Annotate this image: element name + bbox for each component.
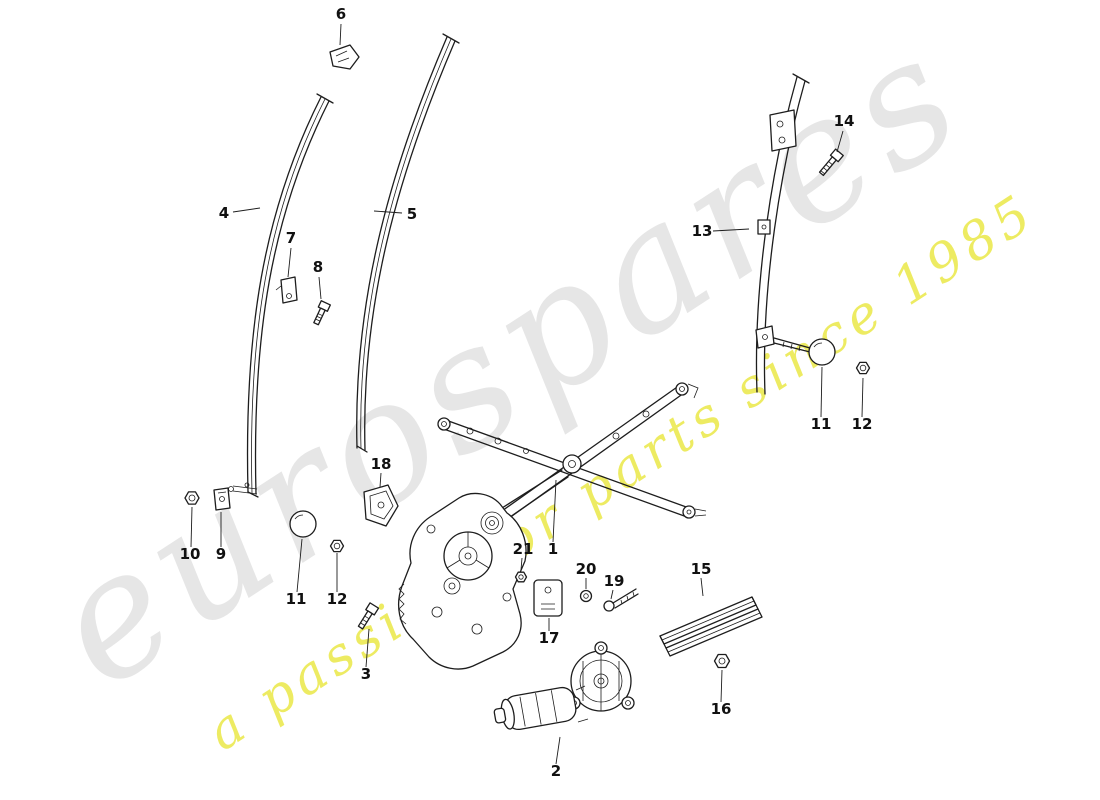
cap-11-left: [289, 510, 317, 538]
callout-9: 9: [216, 545, 226, 563]
guide-rail-4: [228, 93, 334, 498]
clip-6: [329, 44, 360, 70]
damper-18: [363, 484, 399, 527]
callout-5: 5: [407, 205, 417, 223]
window-motor-2: [493, 641, 635, 731]
nut-12-left: [329, 539, 345, 553]
callout-3: 3: [361, 665, 371, 683]
slide-rail-15: [659, 596, 763, 657]
screw-14: [818, 148, 844, 177]
callout-16: 16: [711, 700, 732, 718]
callout-leader-lines: [190, 23, 864, 765]
washer-20: [579, 589, 593, 603]
nut-12-right: [855, 361, 871, 375]
callout-17: 17: [539, 629, 560, 647]
callout-11-left: 11: [286, 590, 307, 608]
bracket-9: [213, 487, 231, 511]
screw-8: [313, 300, 331, 326]
callout-10: 10: [180, 545, 201, 563]
callout-12-right: 12: [852, 415, 873, 433]
nut-10: [184, 491, 200, 505]
callout-19: 19: [604, 572, 625, 590]
callout-18: 18: [371, 455, 392, 473]
guide-rail-13: [755, 73, 811, 395]
callout-4: 4: [219, 204, 229, 222]
callout-21: 21: [513, 540, 534, 558]
guide-rail-5: [356, 33, 460, 453]
callout-7: 7: [286, 229, 296, 247]
cap-11-right: [808, 338, 836, 366]
screw-19: [603, 588, 639, 612]
callout-6: 6: [336, 5, 346, 23]
callout-12-left: 12: [327, 590, 348, 608]
watermark: eurospares a passion for parts since 198…: [17, 0, 1046, 763]
screw-3: [357, 602, 380, 630]
callout-14: 14: [834, 112, 855, 130]
callout-1: 1: [548, 540, 558, 558]
bracket-7: [275, 276, 298, 304]
callout-20: 20: [576, 560, 597, 578]
callout-11-right: 11: [811, 415, 832, 433]
callout-8: 8: [313, 258, 323, 276]
callout-labels: 6 4 5 7 8 13 14 11 12 1 18 10 9 11 12 3 …: [180, 5, 873, 780]
callout-15: 15: [691, 560, 712, 578]
callout-13: 13: [692, 222, 713, 240]
bracket-17: [533, 579, 563, 617]
callout-2: 2: [551, 762, 561, 780]
window-regulator-1: [398, 382, 707, 670]
nut-21: [514, 571, 528, 583]
nut-16: [713, 653, 731, 669]
